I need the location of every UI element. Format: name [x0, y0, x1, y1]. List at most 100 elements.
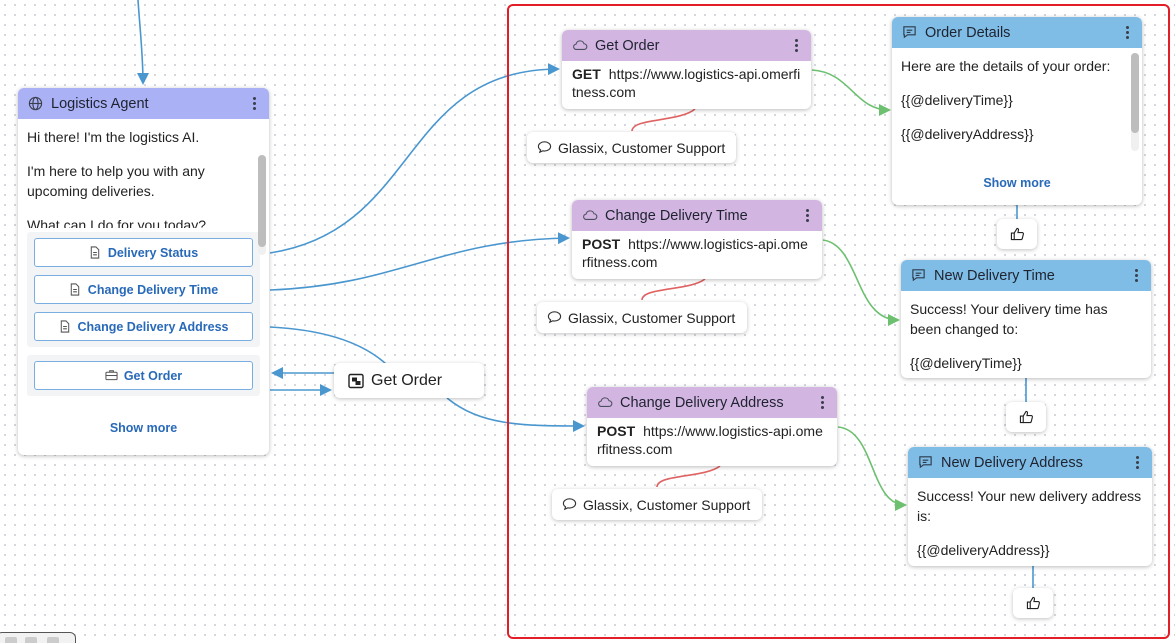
control-button[interactable]: [5, 637, 17, 643]
api-node-header[interactable]: Get Order: [562, 30, 811, 61]
agent-message: What can I do for you today?: [27, 217, 206, 228]
api-url: https://www.logistics-api.omerfitness.co…: [582, 236, 808, 270]
message-icon: [911, 268, 927, 284]
more-options-icon[interactable]: [789, 38, 803, 54]
api-node-header[interactable]: Change Delivery Time: [572, 200, 822, 231]
agent-node-header[interactable]: Logistics Agent: [18, 88, 269, 119]
get-order-button[interactable]: Get Order: [34, 361, 253, 390]
control-button[interactable]: [25, 637, 37, 643]
comment-text: Glassix, Customer Support: [558, 139, 726, 156]
cloud-icon: [597, 395, 613, 411]
delivery-status-label: Delivery Status: [107, 245, 199, 260]
comment-pill[interactable]: Glassix, Customer Support: [537, 302, 747, 333]
change-delivery-address-button[interactable]: Change Delivery Address: [34, 312, 253, 341]
message-variable: {{@deliveryAddress}}: [917, 542, 1050, 558]
delivery-status-button[interactable]: Delivery Status: [34, 238, 253, 267]
message-node-title: Order Details: [925, 24, 1011, 41]
feedback-button[interactable]: [1006, 402, 1046, 432]
message-icon: [902, 25, 918, 41]
message-scrollbar[interactable]: [1131, 53, 1139, 151]
feedback-button[interactable]: [1013, 588, 1053, 618]
api-node-title: Get Order: [595, 37, 660, 54]
api-node-header[interactable]: Change Delivery Address: [587, 387, 837, 418]
message-line: Success! Your delivery time has been cha…: [910, 301, 1108, 337]
http-method: POST: [597, 423, 636, 439]
more-options-icon[interactable]: [247, 96, 261, 112]
edge-incoming-agent: [136, 0, 149, 85]
get-order-flow-node[interactable]: Get Order: [334, 363, 484, 398]
message-node-new-delivery-address[interactable]: New Delivery Address Success! Your new d…: [908, 447, 1152, 566]
feedback-button[interactable]: [997, 219, 1037, 249]
agent-quick-reply-panel: Delivery Status Change Delivery Time Cha…: [27, 232, 260, 347]
agent-action-panel: Get Order: [27, 355, 260, 396]
message-node-title: New Delivery Address: [941, 454, 1083, 471]
agent-message-scroll[interactable]: Hi there! I'm the logistics AI. I'm here…: [27, 127, 260, 228]
http-method: POST: [582, 236, 621, 252]
api-url: https://www.logistics-api.omerfitness.co…: [572, 66, 801, 100]
more-options-icon[interactable]: [1130, 455, 1144, 471]
more-options-icon[interactable]: [815, 395, 829, 411]
comment-icon: [537, 140, 552, 155]
change-delivery-time-label: Change Delivery Time: [87, 282, 219, 297]
message-node-header[interactable]: New Delivery Address: [908, 447, 1152, 478]
agent-scrollbar[interactable]: [258, 155, 266, 255]
flow-icon: [348, 373, 364, 389]
api-node-title: Change Delivery Address: [620, 394, 784, 411]
get-order-flow-label: Get Order: [371, 371, 443, 389]
message-content[interactable]: Here are the details of your order: {{@d…: [892, 48, 1142, 168]
comment-text: Glassix, Customer Support: [568, 309, 736, 326]
cloud-icon: [582, 208, 598, 224]
comment-text: Glassix, Customer Support: [583, 496, 751, 513]
get-order-label: Get Order: [123, 368, 183, 383]
message-node-header[interactable]: Order Details: [892, 17, 1142, 48]
change-delivery-time-button[interactable]: Change Delivery Time: [34, 275, 253, 304]
api-node-title: Change Delivery Time: [605, 207, 748, 224]
document-icon: [59, 320, 72, 333]
api-url: https://www.logistics-api.omerfitness.co…: [597, 423, 823, 457]
message-node-order-details[interactable]: Order Details Here are the details of yo…: [892, 17, 1142, 205]
message-show-more-link[interactable]: Show more: [983, 176, 1051, 190]
more-options-icon[interactable]: [1129, 268, 1143, 284]
agent-message: I'm here to help you with any upcoming d…: [27, 163, 205, 199]
globe-icon: [28, 96, 44, 112]
control-button[interactable]: [47, 637, 59, 643]
cloud-icon: [572, 38, 588, 54]
change-delivery-address-label: Change Delivery Address: [77, 319, 229, 334]
logistics-agent-node[interactable]: Logistics Agent Hi there! I'm the logist…: [18, 88, 269, 455]
scrollbar-thumb[interactable]: [1131, 53, 1139, 133]
message-node-new-delivery-time[interactable]: New Delivery Time Success! Your delivery…: [901, 260, 1151, 378]
message-content[interactable]: Success! Your new delivery address is: {…: [908, 478, 1152, 568]
agent-node-title: Logistics Agent: [51, 95, 149, 112]
more-options-icon[interactable]: [800, 208, 814, 224]
canvas-controls[interactable]: [0, 632, 76, 643]
message-line: Here are the details of your order:: [901, 58, 1111, 74]
toolbox-icon: [105, 369, 118, 382]
document-icon: [69, 283, 82, 296]
message-line: Success! Your new delivery address is:: [917, 488, 1142, 524]
thumbs-up-icon: [1010, 227, 1025, 241]
comment-icon: [562, 497, 577, 512]
message-content[interactable]: Success! Your delivery time has been cha…: [901, 291, 1151, 381]
more-options-icon[interactable]: [1120, 25, 1134, 41]
selection-group-frame[interactable]: [507, 4, 1170, 639]
http-method: GET: [572, 66, 601, 82]
agent-show-more-link[interactable]: Show more: [109, 421, 178, 435]
message-variable: {{@deliveryTime}}: [910, 355, 1022, 371]
comment-pill[interactable]: Glassix, Customer Support: [527, 132, 736, 163]
message-node-header[interactable]: New Delivery Time: [901, 260, 1151, 291]
document-icon: [89, 246, 102, 259]
comment-pill[interactable]: Glassix, Customer Support: [552, 489, 762, 520]
scrollbar-thumb[interactable]: [258, 155, 266, 247]
message-icon: [918, 455, 934, 471]
message-variable: {{@deliveryAddress}}: [901, 126, 1034, 142]
message-variable: {{@deliveryTime}}: [901, 92, 1013, 108]
message-node-title: New Delivery Time: [934, 267, 1055, 284]
thumbs-up-icon: [1026, 596, 1041, 610]
comment-icon: [547, 310, 562, 325]
